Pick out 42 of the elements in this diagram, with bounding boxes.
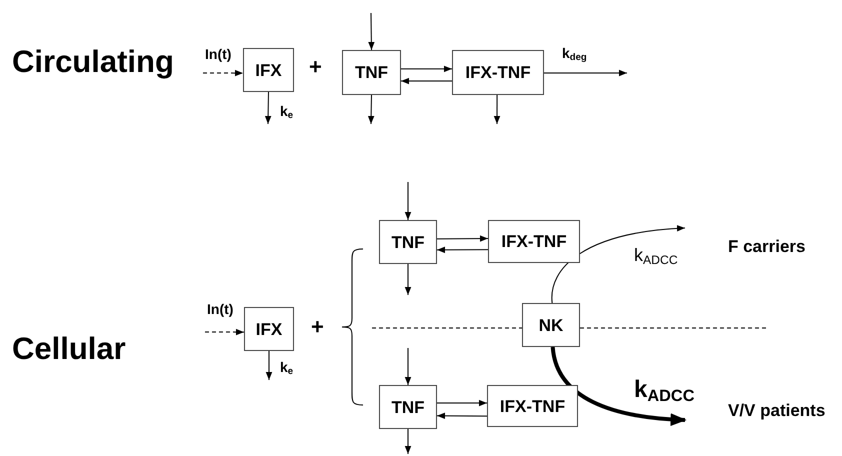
arrow	[368, 94, 374, 124]
group-label: V/V patients	[728, 402, 826, 419]
arrow	[436, 246, 488, 254]
process-box: TNF	[379, 385, 437, 429]
process-box: TNF	[342, 50, 401, 95]
plus-sign: +	[311, 316, 324, 338]
arrow	[400, 66, 452, 72]
dashed-arrow	[204, 328, 244, 336]
arrow	[368, 12, 375, 50]
rate-label: In(t)	[205, 47, 232, 61]
arrow	[400, 78, 452, 84]
curved-arrow	[552, 225, 686, 304]
process-box: IFX	[244, 307, 294, 351]
process-box: TNF	[379, 220, 437, 264]
dashed-arrow	[202, 70, 244, 76]
process-box: IFX	[243, 48, 294, 92]
process-box: IFX-TNF	[452, 50, 544, 95]
section-heading: Circulating	[12, 46, 174, 77]
arrow	[436, 412, 488, 420]
arrow	[436, 400, 488, 406]
process-box: NK	[522, 303, 580, 347]
rate-label: In(t)	[207, 302, 234, 316]
rate-label: k$_{e}$	[280, 104, 294, 118]
rate-label: k$_{e}$	[280, 360, 294, 374]
arrow	[264, 92, 272, 124]
arrow	[404, 428, 412, 454]
group-label: F carriers	[728, 238, 806, 255]
arrow	[544, 70, 628, 76]
arrow	[436, 235, 488, 242]
rate-label: k$_{ADCC}$	[634, 378, 694, 402]
arrow	[404, 264, 412, 296]
plus-sign: +	[309, 56, 322, 78]
arrow	[494, 94, 500, 124]
arrow	[266, 350, 272, 380]
curved-arrow	[550, 346, 687, 426]
rate-label: k$_{deg}$	[562, 46, 587, 60]
arrow	[404, 348, 412, 386]
process-box: IFX-TNF	[488, 220, 580, 263]
section-heading: Cellular	[12, 333, 126, 364]
rate-label: k$_{ADCC}$	[634, 246, 678, 264]
arrow	[404, 182, 412, 220]
process-box: IFX-TNF	[487, 385, 578, 427]
